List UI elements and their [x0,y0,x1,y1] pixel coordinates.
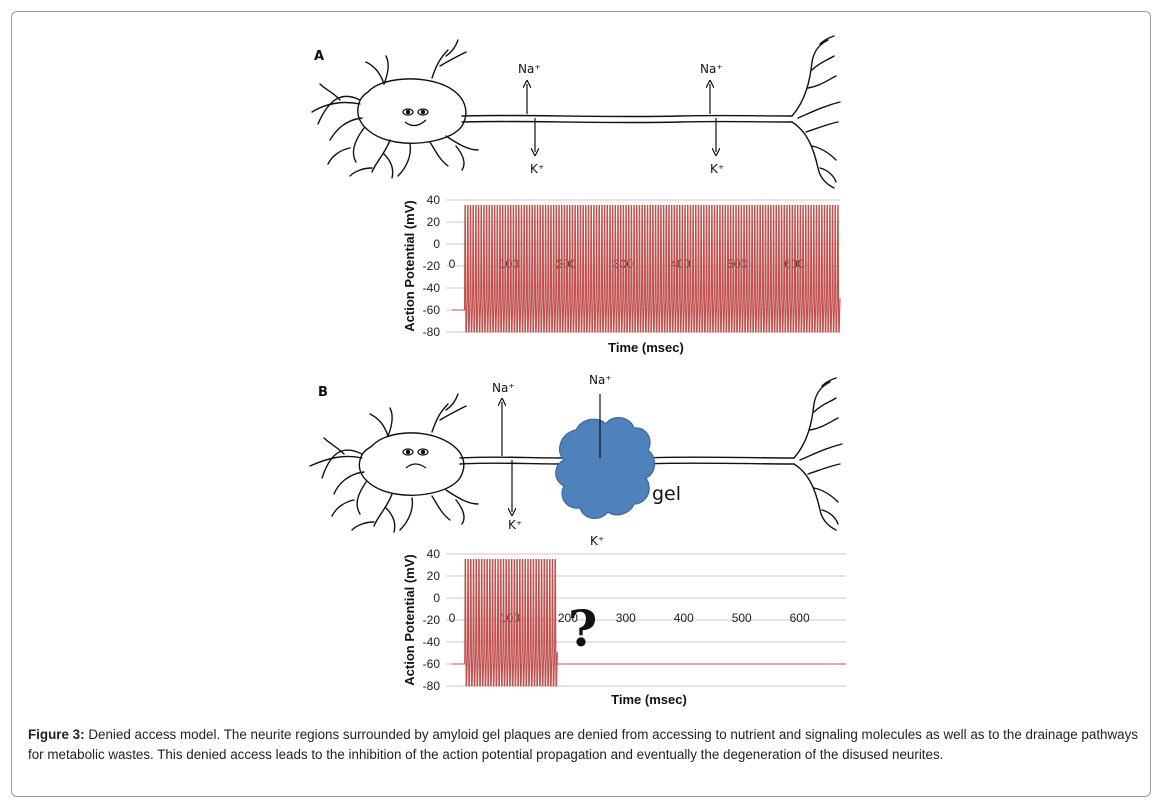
na-label-a2: Na⁺ [700,62,723,76]
na-label-a1: Na⁺ [518,62,541,76]
k-label-blob: K⁺ [590,534,604,548]
y-tick-label: 20 [427,569,441,583]
y-tick-label: -80 [423,679,441,693]
neuron-a [311,35,841,189]
y-tick-label: -40 [423,281,441,295]
y-tick-label: -80 [423,325,441,339]
na-label-b1: Na⁺ [492,381,515,395]
amyloid-gel-blob [555,417,656,519]
y-tick-label: 40 [427,547,441,561]
x-axis-label: Time (msec) [611,692,687,707]
caption-label: Figure 3: [28,727,85,742]
panel-b-label: B [318,385,328,400]
action-potential-trace [452,558,846,687]
k-label-b1: K⁺ [508,518,522,532]
y-axis-label: Action Potential (mV) [402,200,417,331]
y-tick-label: 0 [433,591,440,605]
y-axis-label: Action Potential (mV) [402,554,417,685]
x-axis-label: Time (msec) [608,340,684,355]
neuron-b [309,377,843,533]
k-label-a1: K⁺ [530,162,544,176]
sad-face-icon [402,448,429,469]
x-tick-label: 400 [674,611,694,625]
x-tick-label: 500 [732,611,752,625]
y-tick-label: -60 [423,657,441,671]
gel-label: gel [652,483,681,505]
y-tick-label: 20 [427,215,441,229]
panel-a-label: A [314,49,324,64]
x-tick-label: 0 [449,611,456,625]
question-mark: ? [568,599,597,658]
x-tick-label: 200 [558,611,578,625]
figure-frame [11,11,1151,797]
k-label-a2: K⁺ [710,162,724,176]
caption-text: Denied access model. The neurite regions… [28,727,1139,762]
x-tick-label: 0 [449,257,456,271]
action-potential-trace [452,204,841,333]
soma-a [357,78,467,144]
y-tick-label: -20 [423,613,441,627]
figure-illustration: A Na⁺ K⁺ Na⁺ K⁺ [309,35,846,707]
na-label-blob: Na⁺ [589,373,612,387]
y-tick-label: -60 [423,303,441,317]
y-tick-label: -40 [423,635,441,649]
x-tick-label: 600 [790,611,810,625]
y-tick-label: 0 [433,237,440,251]
y-tick-label: -20 [423,259,441,273]
soma-b [358,432,465,496]
figure-caption: Figure 3: Denied access model. The neuri… [28,725,1138,764]
happy-face-icon [402,108,429,127]
y-tick-label: 40 [427,193,441,207]
x-tick-label: 300 [616,611,636,625]
